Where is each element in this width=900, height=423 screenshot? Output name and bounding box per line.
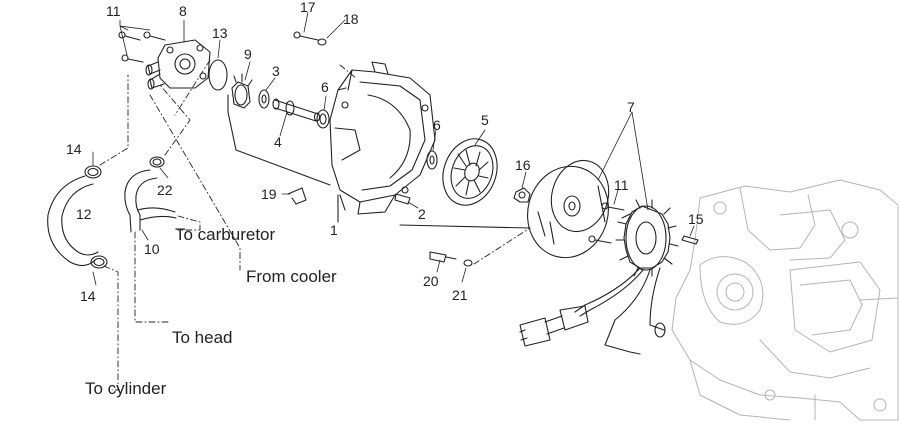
hose-10-drawing	[124, 156, 177, 233]
part-label-3: 3	[272, 63, 280, 79]
part-label-10: 10	[144, 241, 160, 257]
fan-5-drawing	[442, 138, 498, 206]
part-label-15: 15	[688, 211, 704, 227]
crankcase-drawing	[671, 179, 899, 421]
part-label-6b: 6	[433, 117, 441, 133]
plug-2-drawing	[394, 193, 411, 205]
part-label-14b: 14	[80, 288, 96, 304]
impeller-9-drawing	[231, 73, 253, 109]
seal-3-drawing	[258, 89, 270, 109]
clip-19-drawing	[287, 187, 307, 205]
part-label-13: 13	[212, 25, 228, 41]
part-label-6a: 6	[321, 79, 329, 95]
flywheel-7-drawing	[527, 159, 610, 259]
part-label-18: 18	[343, 11, 359, 27]
part-label-11b: 11	[614, 177, 629, 193]
part-label-8: 8	[179, 3, 187, 19]
part-label-4: 4	[274, 134, 282, 150]
o-ring-13-drawing	[208, 59, 228, 91]
nut-16-drawing	[513, 187, 531, 203]
part-label-1: 1	[330, 222, 338, 238]
part-label-5: 5	[481, 112, 489, 128]
part-label-2: 2	[418, 206, 426, 222]
cover-1-drawing	[329, 61, 436, 215]
part-label-21: 21	[452, 287, 468, 303]
shaft-4-drawing	[272, 98, 321, 122]
part-label-17: 17	[300, 0, 316, 15]
caption-to-carburetor: To carburetor	[175, 225, 276, 244]
part-label-14a: 14	[66, 141, 82, 157]
seal-6b-drawing	[426, 150, 438, 170]
seal-6-drawing	[316, 109, 330, 129]
part-label-9: 9	[244, 46, 252, 62]
hose-12-drawing	[47, 165, 108, 269]
part-label-12: 12	[76, 206, 92, 222]
key-15-drawing	[681, 235, 699, 245]
caption-from-cooler: From cooler	[246, 267, 337, 286]
screw-17-drawing	[293, 31, 319, 41]
washer-18-drawing	[317, 38, 327, 46]
part-label-22: 22	[157, 182, 173, 198]
washer-21-drawing	[463, 259, 473, 267]
part-label-20: 20	[423, 273, 439, 289]
bolt-20-drawing	[429, 251, 457, 263]
stator-drawing	[519, 199, 679, 355]
part-label-16: 16	[515, 157, 531, 173]
screws-11-drawing	[118, 31, 166, 63]
part-label-7: 7	[627, 99, 635, 115]
pump-cover-8-drawing	[145, 39, 211, 90]
caption-to-head: To head	[172, 328, 233, 347]
part-label-11a: 11	[106, 3, 121, 19]
screws-11b-drawing	[588, 202, 625, 244]
part-label-19: 19	[261, 186, 277, 202]
caption-to-cylinder: To cylinder	[85, 379, 167, 398]
